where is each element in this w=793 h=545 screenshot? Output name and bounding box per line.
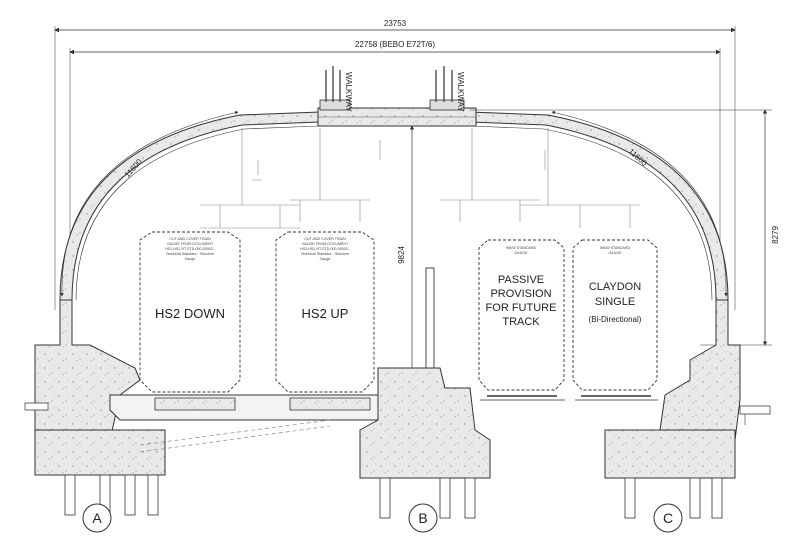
track-label-passive-1: PASSIVE xyxy=(498,274,544,286)
inner-width-label: 22758 (BEBO E72T/6) xyxy=(355,40,435,49)
walkway-left: WALKWAY xyxy=(319,66,353,112)
gauge-note-2: Technical Standard - Structure xyxy=(301,252,349,256)
gauge-note-3: W6/W STANDARD xyxy=(506,246,537,250)
track-label-hs2-down: HS2 DOWN xyxy=(155,306,225,321)
track-label-passive-4: TRACK xyxy=(502,316,540,328)
grid-marker-b-label: B xyxy=(418,510,427,526)
grid-marker-a: A xyxy=(82,503,112,533)
gauge-note-4: W6/W STANDARD xyxy=(600,246,631,250)
walkway-left-label: WALKWAY xyxy=(344,72,353,112)
central-mast xyxy=(425,267,435,371)
gauge-note-1: HS2-HS2-RT-STD-000-00003 - xyxy=(165,247,216,251)
gauge-note-3: GAUGE xyxy=(515,251,529,255)
piles xyxy=(64,474,723,519)
overall-width-dimension: 23753 xyxy=(54,19,736,310)
gauge-note-2: CUT AND COVER TRAIN xyxy=(304,237,346,241)
track-label-claydon-2: SINGLE xyxy=(595,296,635,308)
track-hs2-up: CUT AND COVER TRAIN GAUGE FROM DOCUMENT … xyxy=(275,231,375,397)
track-label-passive-2: PROVISION xyxy=(490,288,551,300)
gauge-note-2: GAUGE FROM DOCUMENT xyxy=(302,242,349,246)
track-passive-provision: W6/W STANDARD GAUGE PASSIVE PROVISION FO… xyxy=(478,239,565,397)
track-label-passive-3: FOR FUTURE xyxy=(486,302,557,314)
track-label-claydon-1: CLAYDON xyxy=(589,281,641,293)
gauge-note-1: CUT AND COVER TRAIN xyxy=(169,237,211,241)
gauge-note-2: HS2-HS2-RT-STD-000-00003 - xyxy=(300,247,351,251)
arch-height-label: 8279 xyxy=(771,226,780,244)
grid-marker-b: B xyxy=(408,503,438,533)
grid-marker-c: C xyxy=(653,503,683,533)
gauge-note-1: Technical Standard - Structure xyxy=(166,252,214,256)
grid-marker-c-label: C xyxy=(663,510,673,526)
walkway-right: WALKWAY xyxy=(429,66,465,112)
gauge-note-1: Gauge xyxy=(185,257,196,261)
walkway-right-label: WALKWAY xyxy=(456,72,465,112)
track-claydon-single: W6/W STANDARD GAUGE CLAYDON SINGLE (Bi-D… xyxy=(572,239,658,397)
track-label-claydon-3: (Bi-Directional) xyxy=(589,315,642,324)
track-label-hs2-up: HS2 UP xyxy=(302,306,349,321)
gauge-note-2: Gauge xyxy=(320,257,331,261)
gauge-note-4: GAUGE xyxy=(609,251,623,255)
clear-height-dimension: 9824 xyxy=(397,125,415,389)
overhead-line-equipment xyxy=(200,128,640,229)
base-structure xyxy=(24,299,771,479)
gauge-note-1: GAUGE FROM DOCUMENT xyxy=(167,242,214,246)
overall-width-label: 23753 xyxy=(384,19,407,28)
grid-marker-a-label: A xyxy=(92,510,102,526)
track-hs2-down: CUT AND COVER TRAIN GAUGE FROM DOCUMENT … xyxy=(139,231,241,397)
clear-height-label: 9824 xyxy=(397,246,406,264)
